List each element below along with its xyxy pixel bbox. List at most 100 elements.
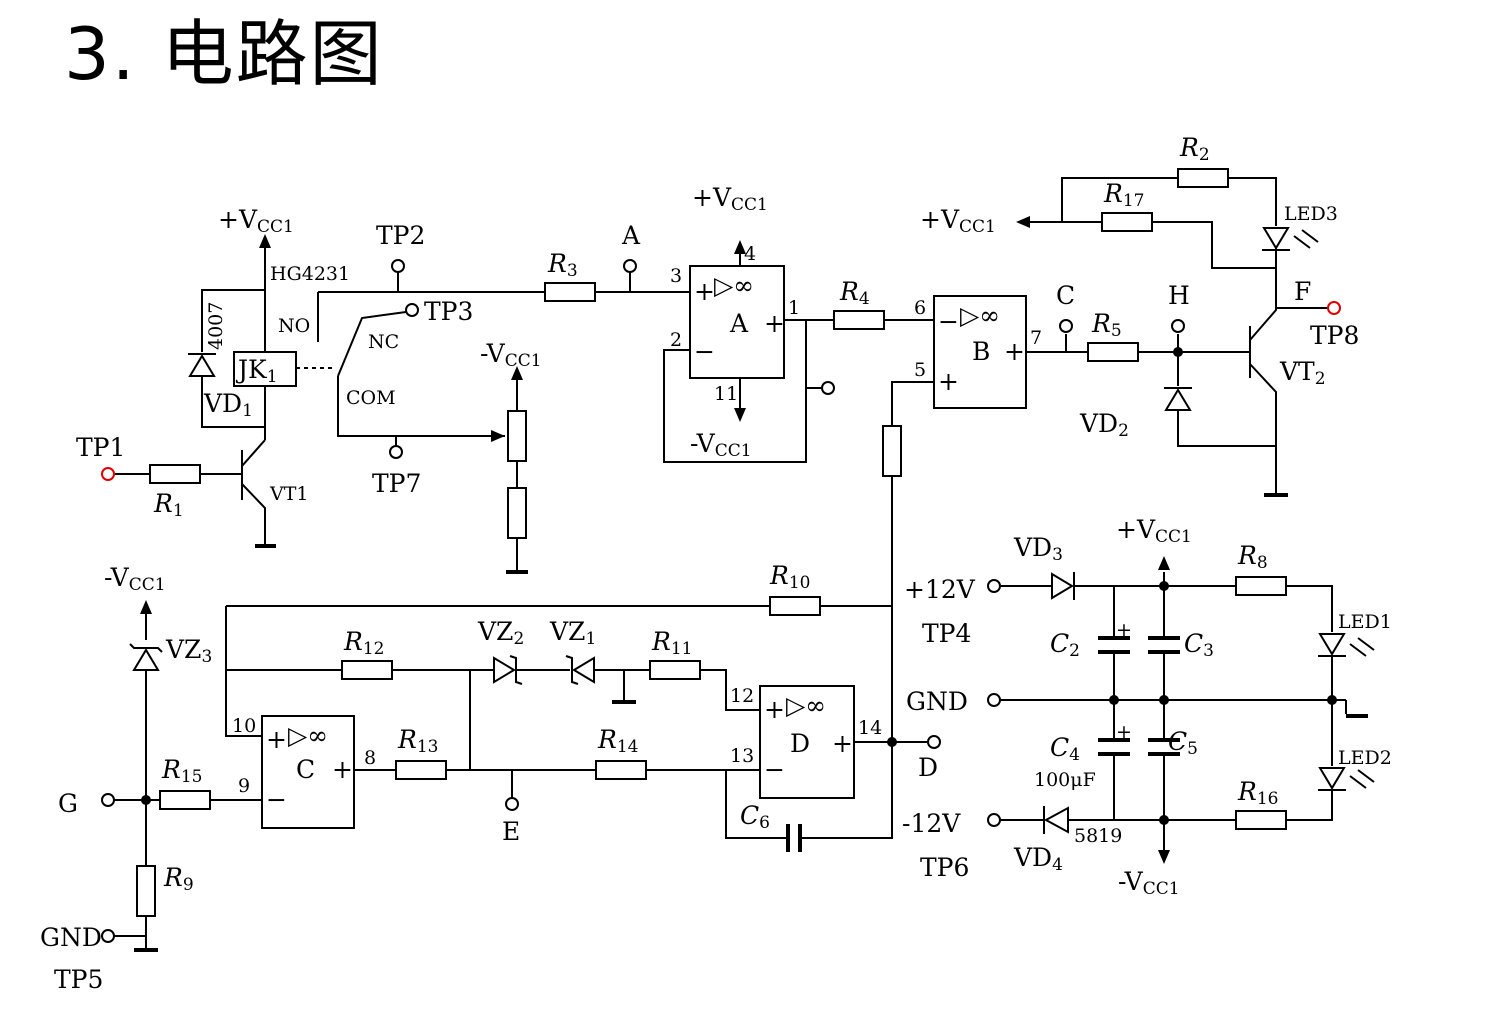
resistor-r2 — [1177, 168, 1229, 188]
led1 — [1318, 633, 1346, 656]
opamps — [261, 265, 1027, 829]
opamp-c-minus: − — [266, 785, 287, 814]
node-g-terminal — [101, 793, 115, 807]
diode-vd4 — [1043, 806, 1069, 834]
r10-label: R10 — [769, 561, 810, 593]
tp5-terminal — [101, 929, 115, 943]
opamp-b-minus: − — [938, 307, 959, 336]
pin-5: 5 — [914, 359, 926, 381]
vz2-label: VZ2 — [477, 617, 524, 649]
tp8-terminal — [1327, 301, 1341, 315]
opamp-d-name: D — [790, 729, 810, 758]
opamp-c-plus: + — [266, 725, 287, 754]
opamp-d-plus: + — [764, 695, 785, 724]
capacitor-c2 — [1098, 636, 1130, 654]
opamp-c-name: C — [296, 755, 315, 784]
cap-100uf-label: 100μF — [1034, 769, 1096, 791]
opamp-d-minus: − — [764, 755, 785, 784]
vd1-label: VD1 — [203, 389, 253, 421]
opamp-d-out-plus: + — [832, 729, 853, 758]
node-a-terminal — [623, 259, 637, 273]
labels: +VCC1 -VCC1 +VCC1 -VCC1 +VCC1 -VCC1 +VCC… — [40, 133, 1392, 994]
node-c-label: C — [1056, 281, 1075, 310]
opamp-b-out-plus: + — [1004, 337, 1025, 366]
led2 — [1318, 767, 1346, 790]
pin-1: 1 — [788, 297, 800, 319]
r8-label: R8 — [1237, 541, 1268, 573]
tp7-terminal — [389, 445, 403, 459]
node-c-terminal — [1059, 319, 1073, 333]
c5-label: C5 — [1168, 727, 1198, 759]
capacitor-c4 — [1098, 738, 1130, 756]
vcc1-pos-relay: +VCC1 — [218, 205, 294, 237]
opamp-b-plus: + — [938, 367, 959, 396]
resistor-r12 — [341, 660, 393, 680]
r1-label: R1 — [153, 489, 184, 521]
vd3-label: VD3 — [1013, 533, 1063, 565]
tp8-label: TP8 — [1310, 321, 1359, 350]
node-e-label: E — [502, 817, 520, 846]
node-d-terminal — [927, 735, 941, 749]
opamp-b — [933, 295, 1027, 409]
pin-14: 14 — [858, 717, 882, 739]
gnd-terminal — [987, 693, 1001, 707]
resistor-r5 — [1087, 342, 1139, 362]
resistor-r3 — [544, 282, 596, 302]
opamp-b-name: B — [972, 337, 990, 366]
relay-part-label: HG4231 — [270, 263, 350, 285]
c2-polarity: + — [1116, 619, 1132, 641]
vcc1-pos-psu: +VCC1 — [1116, 515, 1192, 547]
tp1-label: TP1 — [76, 433, 125, 462]
wires — [108, 177, 1368, 952]
vz3-label: VZ3 — [165, 635, 212, 667]
opamp-a-plus: + — [694, 277, 715, 306]
tp6-label: TP6 — [920, 853, 969, 882]
pin-4: 4 — [744, 243, 756, 265]
resistor-lower — [507, 487, 527, 539]
vd2-label: VD2 — [1079, 409, 1129, 441]
r9-label: R9 — [163, 863, 194, 895]
leds — [1262, 227, 1375, 791]
pin-13: 13 — [730, 745, 754, 767]
led3-label: LED3 — [1284, 203, 1338, 225]
c3-label: C3 — [1184, 629, 1214, 661]
opamp-b-symbol: ▷∞ — [960, 301, 1000, 330]
tp2-terminal — [391, 259, 405, 273]
vcc1-neg-pot: -VCC1 — [480, 339, 542, 371]
r15-label: R15 — [161, 755, 202, 787]
diode-vd3 — [1051, 572, 1074, 600]
vcc1-neg-vz3: -VCC1 — [104, 563, 166, 595]
zener-vz3 — [132, 648, 160, 671]
opamp-a-name: A — [729, 309, 749, 338]
pin-9: 9 — [238, 775, 250, 797]
resistor-r16 — [1235, 810, 1287, 830]
tp4-label: TP4 — [922, 619, 971, 648]
pin-11: 11 — [714, 383, 738, 405]
diode-4007-label: 4007 — [205, 302, 227, 350]
pin-6: 6 — [914, 297, 926, 319]
vd4-label: VD4 — [1013, 843, 1063, 875]
diode-vd1 — [188, 354, 216, 377]
r5-label: R5 — [1091, 309, 1122, 341]
r4-label: R4 — [839, 277, 870, 309]
r14-label: R14 — [597, 725, 638, 757]
relay-com-label: COM — [346, 387, 396, 409]
pin-12: 12 — [730, 685, 754, 707]
opamp-c-out-plus: + — [332, 755, 353, 784]
opamp-a-symbol: ▷∞ — [714, 271, 754, 300]
resistor-r17 — [1101, 212, 1153, 232]
node-e-terminal — [505, 797, 519, 811]
capacitor-c3 — [1148, 636, 1180, 654]
junctions — [141, 347, 1337, 825]
tp2-label: TP2 — [376, 221, 425, 250]
resistor-b-plus — [882, 425, 902, 477]
resistor-r1 — [149, 464, 201, 484]
opamp-d — [759, 685, 855, 799]
vcc1-pos-a: +VCC1 — [692, 183, 768, 215]
resistor-r9 — [136, 865, 156, 917]
pin-7: 7 — [1030, 327, 1042, 349]
opamp-c-symbol: ▷∞ — [288, 721, 328, 750]
r12-label: R12 — [343, 627, 384, 659]
capacitors — [786, 636, 1180, 852]
